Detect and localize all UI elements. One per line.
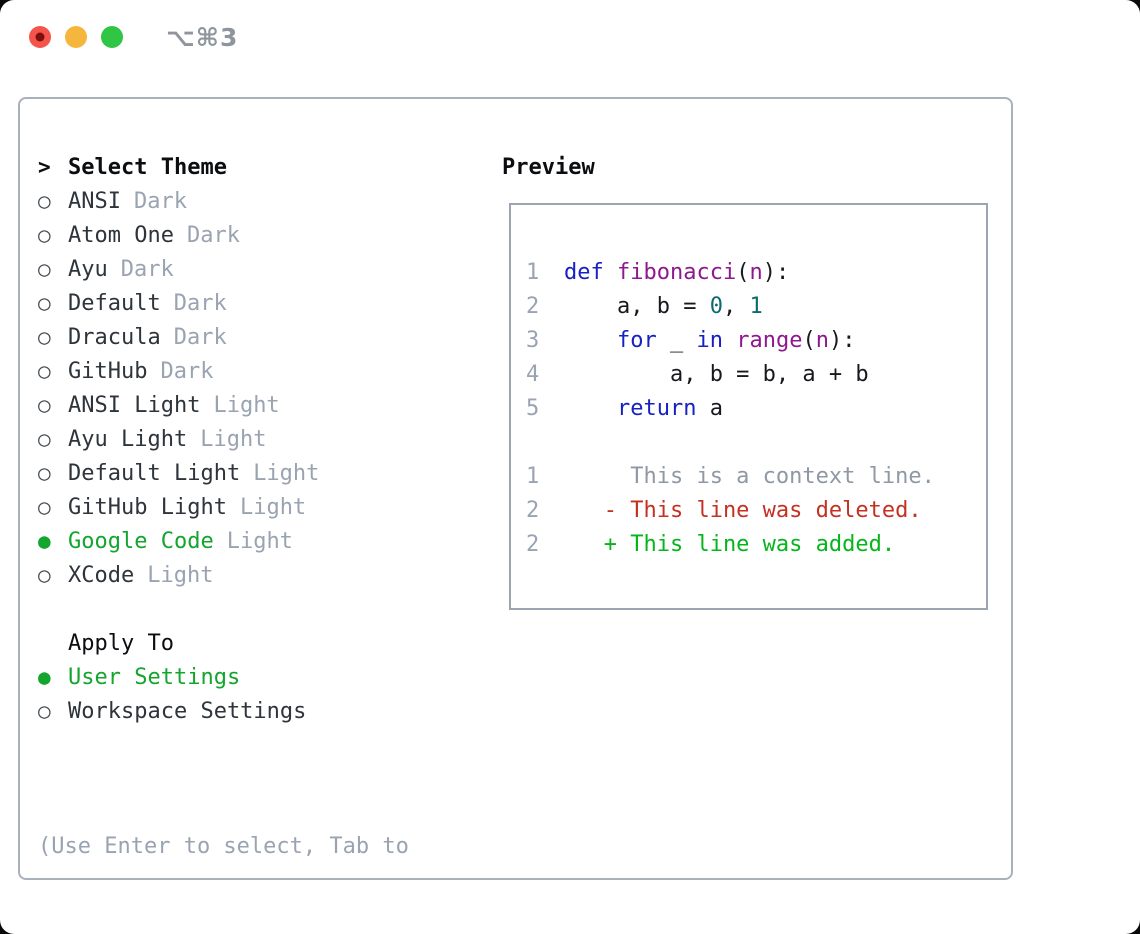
option-variant: Light	[147, 562, 214, 588]
code-line: 2 a, b = 0, 1	[526, 289, 935, 323]
option-default[interactable]: ○ Default Dark	[38, 286, 319, 320]
option-label: Default Light	[68, 460, 241, 486]
option-label: Ayu	[68, 256, 108, 282]
help-text: (Use Enter to select, Tab to change focu…	[38, 762, 409, 934]
code-line	[526, 221, 935, 255]
option-label: Atom One	[68, 222, 174, 248]
option-ansi-light[interactable]: ○ ANSI Light Light	[38, 388, 319, 422]
line-number: 2	[526, 531, 540, 557]
help-line-1: (Use Enter to select, Tab to	[38, 834, 409, 859]
line-number: 3	[526, 327, 540, 353]
minimize-button[interactable]	[65, 26, 87, 48]
apply-to-title: Apply To	[68, 630, 174, 656]
option-user-settings[interactable]: ● User Settings	[38, 660, 306, 694]
line-content: This is a context line.	[564, 463, 935, 489]
window-title: ⌥⌘3	[166, 22, 239, 52]
radio-unselected-icon: ○	[38, 393, 51, 417]
cursor-icon: >	[38, 155, 51, 179]
option-label: Google Code	[68, 528, 214, 554]
option-label: GitHub Light	[68, 494, 227, 520]
line-content: a, b = 0, 1	[564, 293, 763, 319]
radio-unselected-icon: ○	[38, 325, 51, 349]
line-number: 1	[526, 259, 540, 285]
option-label: Default	[68, 290, 161, 316]
option-variant: Light	[253, 460, 320, 486]
preview-title: Preview	[502, 154, 595, 180]
option-variant: Dark	[120, 256, 174, 282]
option-default-light[interactable]: ○ Default Light Light	[38, 456, 319, 490]
option-variant: Dark	[133, 188, 187, 214]
title-bar: ⌥⌘3	[0, 0, 1140, 97]
line-number: 2	[526, 293, 540, 319]
close-button[interactable]	[29, 26, 51, 48]
option-github-light[interactable]: ○ GitHub Light Light	[38, 490, 319, 524]
option-variant: Dark	[173, 290, 227, 316]
option-ansi[interactable]: ○ ANSI Dark	[38, 184, 319, 218]
apply-to-group: Apply To ● User Settings ○ Workspace Settin…	[38, 626, 306, 728]
code-line: 5 return a	[526, 391, 935, 425]
option-variant: Dark	[173, 324, 227, 350]
option-label: ANSI Light	[68, 392, 201, 418]
option-label: Workspace Settings	[68, 698, 307, 724]
option-variant: Dark	[186, 222, 240, 248]
radio-unselected-icon: ○	[38, 291, 51, 315]
radio-unselected-icon: ○	[38, 563, 51, 587]
radio-unselected-icon: ○	[38, 223, 51, 247]
option-variant: Light	[200, 426, 267, 452]
option-label: GitHub	[68, 358, 148, 384]
option-variant: Dark	[160, 358, 214, 384]
option-label: Dracula	[68, 324, 161, 350]
line-content: for _ in range(n):	[616, 327, 856, 353]
line-content: + This line was added.	[564, 531, 896, 557]
radio-selected-icon: ●	[38, 529, 51, 553]
code-line: 4 a, b = b, a + b	[526, 357, 935, 391]
zoom-button[interactable]	[101, 26, 123, 48]
option-variant: Light	[213, 392, 280, 418]
radio-unselected-icon: ○	[38, 359, 51, 383]
radio-unselected-icon: ○	[38, 427, 51, 451]
line-number: 5	[526, 395, 540, 421]
radio-unselected-icon: ○	[38, 495, 51, 519]
code-line: 1 def fibonacci(n):	[526, 255, 935, 289]
code-line	[526, 425, 935, 459]
radio-unselected-icon: ○	[38, 461, 51, 485]
apply-to-header: Apply To	[38, 626, 306, 660]
option-variant: Light	[226, 528, 293, 554]
option-google-code[interactable]: ● Google Code Light	[38, 524, 319, 558]
option-label: Ayu Light	[68, 426, 188, 452]
option-workspace-settings[interactable]: ○ Workspace Settings	[38, 694, 306, 728]
option-ayu[interactable]: ○ Ayu Dark	[38, 252, 319, 286]
option-atom-one[interactable]: ○ Atom One Dark	[38, 218, 319, 252]
option-github[interactable]: ○ GitHub Dark	[38, 354, 319, 388]
line-number: 1	[526, 463, 540, 489]
line-content: return a	[616, 395, 723, 421]
code-line: 3 for _ in range(n):	[526, 323, 935, 357]
theme-list-title: Select Theme	[68, 154, 227, 180]
option-label: XCode	[68, 562, 135, 588]
line-content: a, b = b, a + b	[564, 361, 869, 387]
option-ayu-light[interactable]: ○ Ayu Light Light	[38, 422, 319, 456]
code-line: 1 This is a context line.	[526, 459, 935, 493]
option-label: User Settings	[68, 664, 241, 690]
line-content: - This line was deleted.	[564, 497, 922, 523]
option-label: ANSI	[68, 188, 121, 214]
line-content: def fibonacci(n):	[564, 259, 790, 285]
radio-selected-icon: ●	[38, 665, 51, 689]
line-number: 2	[526, 497, 540, 523]
code-line: 2 - This line was deleted.	[526, 493, 935, 527]
radio-unselected-icon: ○	[38, 189, 51, 213]
option-variant: Light	[239, 494, 307, 520]
option-xcode[interactable]: ○ XCode Light	[38, 558, 319, 592]
option-dracula[interactable]: ○ Dracula Dark	[38, 320, 319, 354]
radio-unselected-icon: ○	[38, 257, 51, 281]
code-line: 2 + This line was added.	[526, 527, 935, 561]
line-number: 4	[526, 361, 540, 387]
radio-unselected-icon: ○	[38, 699, 51, 723]
theme-list-header: > Select Theme	[38, 150, 319, 184]
close-dot-icon	[35, 32, 45, 42]
